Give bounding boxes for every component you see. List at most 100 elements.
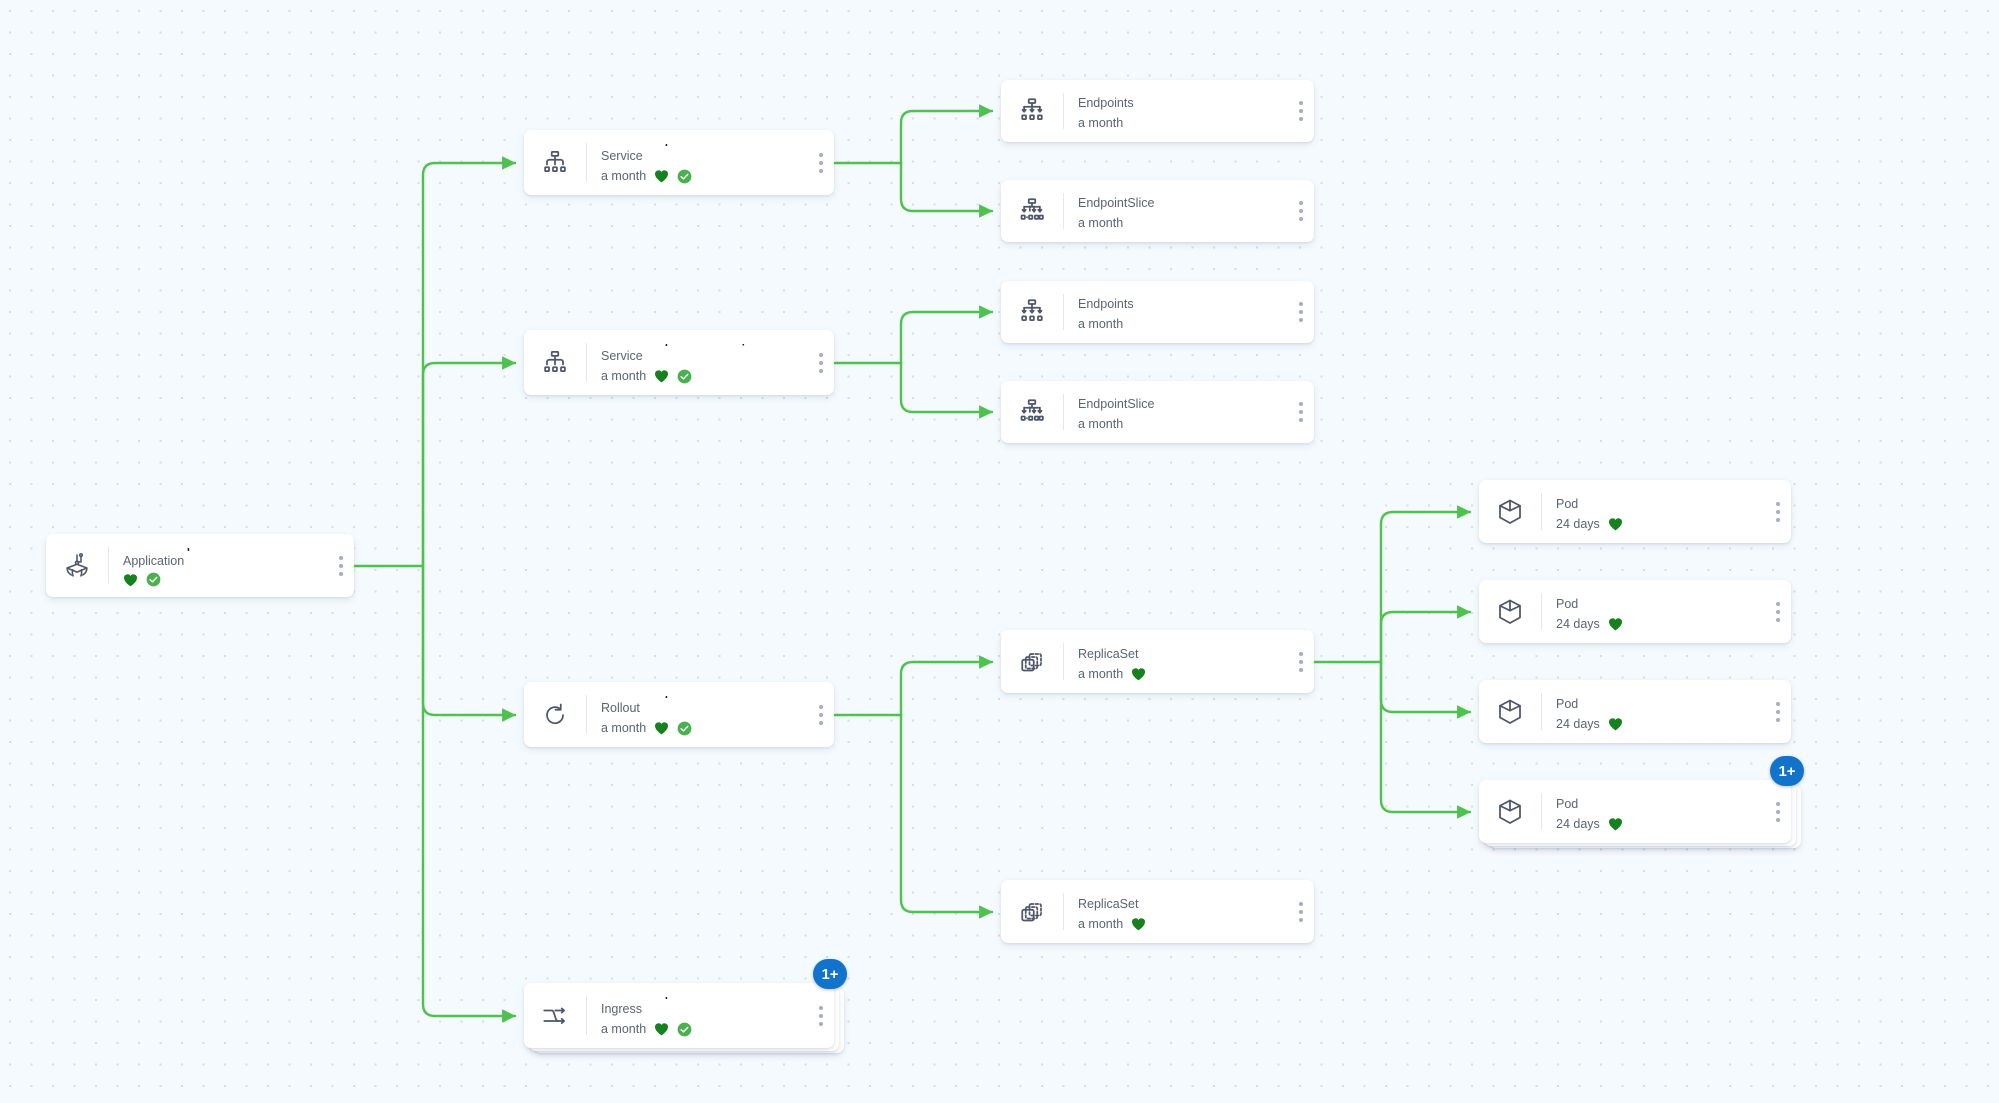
healthy-heart-icon — [655, 370, 669, 383]
node-menu-button[interactable] — [1765, 780, 1791, 843]
resource-node-svc-canary-demo[interactable]: canary-demoServicea month — [524, 130, 834, 195]
node-meta: a month — [1078, 114, 1288, 132]
node-meta: a month — [1078, 415, 1288, 433]
healthy-heart-icon — [655, 170, 669, 183]
node-meta: 24 days — [1556, 715, 1765, 733]
node-menu-button[interactable] — [808, 983, 834, 1048]
kebab-menu-icon — [819, 152, 823, 173]
node-divider — [586, 143, 587, 182]
node-kind: Application — [123, 554, 185, 568]
node-body: canary-demo-967754b4cReplicaSet a month — [1064, 880, 1288, 943]
service-icon — [524, 130, 586, 195]
node-count-badge[interactable]: 1+ — [813, 959, 847, 989]
resource-node-ep-canary-demo-preview[interactable]: canary-demo-previewEndpointsa month — [1001, 281, 1314, 343]
resource-node-svc-canary-demo-preview[interactable]: canary-demo-previewServicea month — [524, 330, 834, 395]
node-title: canary-demo-preview — [601, 341, 808, 346]
service-icon — [524, 330, 586, 395]
node-meta: a month — [601, 1020, 808, 1038]
node-divider — [1541, 593, 1542, 630]
node-kind: Pod — [1556, 697, 1579, 711]
node-kind: EndpointSlice — [1078, 196, 1155, 210]
node-title: canary-demo-7f89b8b97... — [1556, 491, 1765, 494]
node-kind: ReplicaSet — [1078, 897, 1139, 911]
resource-node-ingress-canary-demo[interactable]: canary-demoIngressa month — [524, 983, 834, 1048]
healthy-heart-icon — [123, 573, 138, 586]
node-menu-button[interactable] — [1288, 281, 1314, 343]
kebab-menu-icon — [819, 1005, 823, 1026]
node-meta: a month — [1078, 315, 1288, 333]
node-body: canary-demoServicea month — [587, 130, 808, 195]
pod-icon — [1479, 680, 1541, 743]
node-kind: Pod — [1556, 797, 1579, 811]
synced-check-icon — [146, 572, 161, 587]
node-body: canary-demoIngressa month — [587, 983, 808, 1048]
kebab-menu-icon — [1299, 302, 1303, 322]
kebab-menu-icon — [1299, 651, 1303, 672]
node-kind: EndpointSlice — [1078, 397, 1155, 411]
synced-check-icon — [677, 721, 692, 735]
node-body: canary-demo-7f89b8b97... Pod 24 days — [1542, 680, 1765, 743]
resource-node-ep-canary-demo[interactable]: canary-demoEndpointsa month — [1001, 80, 1314, 142]
synced-check-icon — [677, 169, 692, 183]
edge-rollout-canary-demo-to-rs-7f89b8b978 — [899, 655, 994, 717]
node-title: canary-demo-7f89b8b97... — [1556, 691, 1765, 694]
node-title: canary-demo-7f89b8b978 — [1078, 641, 1288, 644]
kebab-menu-icon — [819, 352, 823, 373]
replicaset-icon — [1001, 630, 1063, 693]
resource-node-rollout-canary-demo[interactable]: canary-demoRollout a month — [524, 682, 834, 747]
node-divider — [1541, 693, 1542, 730]
node-kind: Service — [601, 349, 643, 363]
healthy-heart-icon — [655, 722, 669, 735]
node-title: canary-demo-clpjw — [1078, 191, 1288, 193]
rollout-icon — [524, 682, 586, 747]
node-kind: Endpoints — [1078, 297, 1134, 311]
node-divider — [1063, 294, 1064, 330]
node-menu-button[interactable] — [1288, 880, 1314, 943]
edge-svc-canary-demo-to-ep-canary-demo — [899, 104, 994, 165]
node-count-badge[interactable]: 1+ — [1770, 756, 1804, 786]
node-age: 24 days — [1556, 617, 1600, 631]
resource-node-rs-967754b4c[interactable]: canary-demo-967754b4cReplicaSet a month — [1001, 880, 1314, 943]
edge-rollout-canary-demo-to-rs-967754b4c — [899, 713, 994, 919]
node-meta: a month — [601, 167, 808, 185]
healthy-heart-icon — [1608, 718, 1622, 731]
node-divider — [1063, 394, 1064, 430]
edge-app-to-svc-canary-demo — [421, 156, 517, 568]
node-body: canary-demo-7f89b8b978ReplicaSeta month — [1064, 630, 1288, 693]
node-age: a month — [1078, 917, 1124, 931]
node-menu-button[interactable] — [1765, 480, 1791, 543]
node-kind: Rollout — [601, 701, 640, 715]
node-menu-button[interactable] — [1765, 680, 1791, 743]
resource-node-pod-3[interactable]: canary-demo-7f89b8b97... Pod 24 days — [1479, 680, 1791, 743]
node-menu-button[interactable] — [1288, 180, 1314, 242]
node-menu-button[interactable] — [1288, 80, 1314, 142]
resource-node-eps-canary-demo-clpjw[interactable]: canary-demo-clpjwEndpointSlicea month — [1001, 180, 1314, 242]
node-title: canary-demo — [601, 693, 808, 698]
node-age: a month — [601, 721, 647, 735]
kebab-menu-icon — [1776, 801, 1780, 822]
node-divider — [1063, 893, 1064, 930]
kebab-menu-icon — [819, 704, 823, 725]
node-menu-button[interactable] — [808, 130, 834, 195]
node-kind: ReplicaSet — [1078, 647, 1139, 661]
node-title: canary-demo-7f89b8b97... — [1556, 791, 1765, 794]
node-menu-button[interactable] — [1288, 630, 1314, 693]
node-title: canary-demo-967754b4c — [1078, 891, 1288, 894]
resource-node-app[interactable]: canary-demoApplication — [46, 534, 354, 597]
edge-svc-canary-demo-preview-to-ep-canary-demo-preview — [899, 305, 994, 365]
node-menu-button[interactable] — [328, 534, 354, 597]
resource-node-rs-7f89b8b978[interactable]: canary-demo-7f89b8b978ReplicaSeta month — [1001, 630, 1314, 693]
node-body: canary-demoRollout a month — [587, 682, 808, 747]
node-menu-button[interactable] — [808, 682, 834, 747]
node-menu-button[interactable] — [1765, 580, 1791, 643]
node-menu-button[interactable] — [808, 330, 834, 395]
node-menu-button[interactable] — [1288, 381, 1314, 443]
